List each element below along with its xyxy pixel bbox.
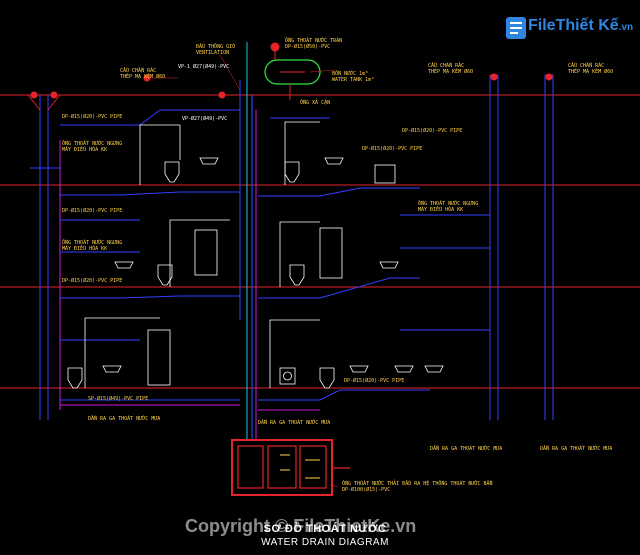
door-r2 [319,227,343,279]
wall-l1 [84,317,160,388]
septic-chamber-1 [237,445,264,489]
copyright-watermark: Copyright © FileThietKe.vn [185,516,417,536]
logo-tld: .vn [618,22,634,33]
septic-chamber-3 [299,445,327,489]
leaders [147,54,339,488]
branch-roof-l [60,109,240,126]
label-dp-1: DP-Ø15(Ø20)-PVC PIPE [62,113,122,120]
sink-l1 [102,365,122,373]
sink-r1-c [424,365,444,373]
diagram-title-vn: SƠ ĐỒ THOÁT NƯỚC [263,523,387,535]
label-vp-pvc: VP-Ø27(Ø49)-PVC [182,115,227,122]
septic-outline [231,439,333,496]
branch-l2 [60,295,240,299]
label-sp: SP-Ø15(Ø49)-PVC PIPE [88,395,148,402]
leader-tank [309,69,336,73]
door-l1 [147,329,171,386]
sink-r2 [379,261,399,269]
toilet-r1 [319,367,335,389]
label-dp-r1: DP-Ø15(Ø20)-PVC PIPE [402,127,462,134]
label-ga-2: DẪN RA GA THOÁT NƯỚC MƯA [258,419,330,426]
washer-drum [283,371,292,381]
door-l2 [194,229,218,276]
roof-drain-c2 [218,91,226,99]
roof-drain-l1 [30,91,38,99]
label-xa-can: ỐNG XẢ CẶN [300,98,330,106]
logo-brand: File [528,17,556,34]
sink-l2 [114,261,134,269]
label-vp1-top: VP-1 Ø27(Ø49)-PVC [178,63,229,70]
sink-l3 [199,157,219,165]
wall-l3-a [139,124,180,185]
branch-l3 [60,191,240,196]
roof-drain-l2-leg [47,94,61,111]
label-dp-3: DP-Ø15(Ø20)-PVC PIPE [62,277,122,284]
toilet-l2 [157,264,173,286]
floor-drain-box [374,164,396,184]
septic-chamber-2 [267,445,297,489]
label-dp-r3: DP-Ø15(Ø20)-PVC PIPE [344,377,404,384]
sink-r1-a [349,365,369,373]
washer-r1 [279,367,296,385]
sink-r1-b [394,365,414,373]
vertical-stacks [39,42,554,440]
logo-brand2: Thiết Kế [555,17,619,34]
roof-drain-l2 [50,91,58,99]
tank-outline [264,59,321,85]
label-ga-4: DẪN RA GA THOÁT NƯỚC MƯA [540,445,612,452]
label-dp-r2: DP-Ø15(Ø20)-PVC PIPE [362,145,422,152]
leader-vent [219,54,241,91]
wall-r3 [284,121,320,185]
roof-drain-l1-leg [27,94,41,111]
diagram-title-en: WATER DRAIN DIAGRAM [261,537,389,548]
sink-r3 [324,157,344,165]
floor-lines [0,94,640,389]
wall-r1 [269,319,320,388]
filethietke-logo [506,17,526,39]
toilet-l1 [67,367,83,389]
fixtures [67,157,444,389]
toilet-l3 [164,161,180,183]
toilet-r3 [284,161,300,183]
label-ga-1: DẪN RA GA THOÁT NƯỚC MƯA [88,415,160,422]
branch-r2 [258,277,420,299]
toilet-r2 [289,264,305,286]
branch-r3 [258,187,420,197]
branch-r1 [258,389,430,401]
septic-tank [231,439,350,496]
leader-septic [329,484,339,488]
wall-r2-a [279,221,320,287]
logo-text: FileThiết Kế.vn [528,17,633,35]
label-thai: ỐNG THOÁT NƯỚC THẢI ĐẦU RA HỆ THỐNG THOÁ… [342,479,493,493]
label-ga-3: DẪN RA GA THOÁT NƯỚC MƯA [430,445,502,452]
label-dp-2: DP-Ø15(Ø20)-PVC PIPE [62,207,122,214]
water-tank [264,47,321,100]
branch-pipes [30,109,490,411]
